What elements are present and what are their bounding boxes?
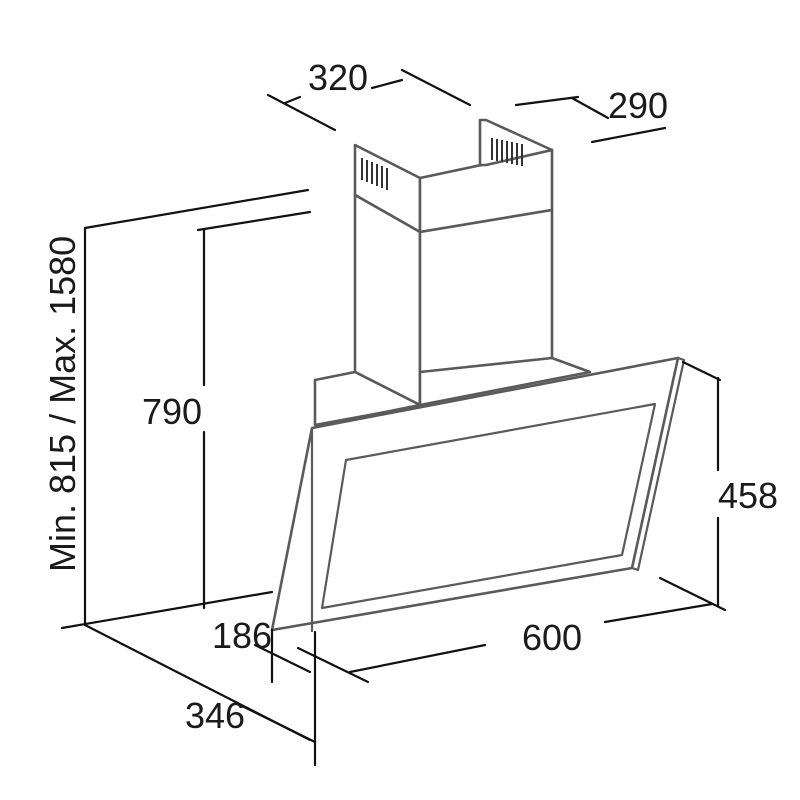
chimney-lower-left-face bbox=[353, 193, 422, 407]
dim-label-lower-height: 790 bbox=[142, 391, 202, 432]
dim-320-line-right bbox=[370, 78, 404, 90]
dim-346-arm bbox=[238, 703, 317, 744]
dim-186-arm bbox=[253, 643, 312, 674]
dim-320-left-arm bbox=[266, 93, 337, 132]
dim-600-left-arm bbox=[296, 646, 370, 684]
dim-790-top bbox=[196, 210, 312, 232]
dim-label-chimney-depth: 290 bbox=[608, 85, 668, 126]
dimension-lines bbox=[60, 68, 727, 767]
dim-label-total-depth: 346 bbox=[185, 695, 245, 736]
motor-base-right-face bbox=[418, 356, 592, 407]
dim-320-line-left bbox=[283, 95, 302, 105]
dim-label-hood-height: 458 bbox=[718, 475, 778, 516]
dim-600-line-left bbox=[348, 643, 487, 674]
vent-grille-right bbox=[491, 138, 523, 166]
dim-600-line-right bbox=[603, 602, 714, 624]
dim-290-diagonal bbox=[570, 96, 610, 120]
glass-panel-right-edge bbox=[631, 356, 686, 572]
dim-label-chimney-width: 320 bbox=[308, 57, 368, 98]
dim-label-hood-width: 600 bbox=[522, 617, 582, 658]
glass-panel-inner bbox=[320, 402, 657, 610]
dim-458-top-arm bbox=[681, 360, 722, 382]
dim-320-right-arm bbox=[400, 68, 472, 107]
motor-base-left-face bbox=[313, 370, 422, 427]
hood-body bbox=[270, 118, 686, 632]
dim-label-base-depth: 186 bbox=[212, 615, 272, 656]
vent-grille-left bbox=[361, 158, 388, 190]
dim-290-arm-top bbox=[514, 95, 580, 107]
dim-290-arm-bottom bbox=[590, 126, 667, 144]
dim-total-bottom bbox=[60, 590, 274, 630]
dim-600-right-arm bbox=[658, 576, 727, 612]
dim-total-top bbox=[83, 188, 310, 230]
dim-label-total-height: Min. 815 / Max. 1580 bbox=[42, 236, 83, 572]
